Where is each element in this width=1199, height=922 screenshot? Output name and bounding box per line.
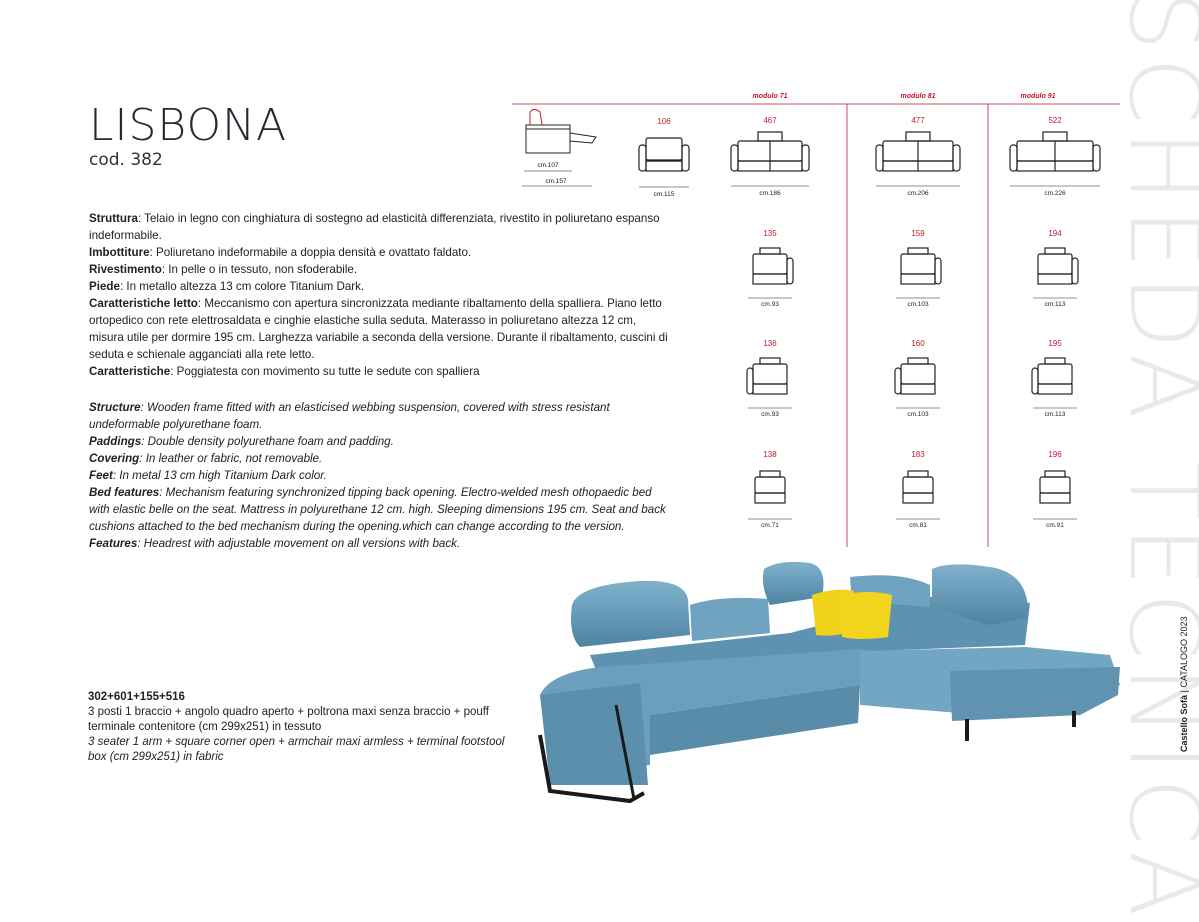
- spec-letto: Caratteristiche letto: Meccanismo con ap…: [89, 297, 668, 361]
- profile-drawing: [522, 109, 597, 187]
- spec-imbottiture: Imbottiture: Poliuretano indeformabile a…: [89, 246, 472, 259]
- spec-covering: Covering: In leather or fabric, not remo…: [89, 452, 323, 465]
- module-drawing: [894, 357, 940, 409]
- spec-rivestimento: Rivestimento: In pelle o in tessuto, non…: [89, 263, 358, 276]
- module-width: cm.113: [1045, 411, 1066, 418]
- headrest-right: [932, 564, 1029, 625]
- spec-caratteristiche: Caratteristiche: Poggiatesta con movimen…: [89, 365, 480, 378]
- leg-left: [538, 734, 645, 804]
- sofa-arm: [540, 683, 648, 785]
- composition-description: 302+601+155+516 3 posti 1 braccio + ango…: [88, 690, 508, 765]
- profile-body: [525, 124, 571, 154]
- module-code: 194: [1048, 229, 1062, 238]
- sofa-module-drawing: [730, 131, 810, 187]
- product-code: cod. 382: [89, 150, 163, 170]
- sofa-front: [650, 685, 860, 755]
- spec-bed-features: Bed features: Mechanism featuring synchr…: [89, 486, 666, 533]
- row-sofas: 467 cm.186 477 cm.206 522 cm.226: [730, 116, 1101, 197]
- spec-structure: Structure: Wooden frame fitted with an e…: [89, 401, 610, 431]
- module-drawing: [896, 247, 942, 299]
- module-width: cm.91: [1046, 522, 1064, 529]
- module-91-label: modulo 91: [1020, 93, 1055, 100]
- sofa-code: 477: [911, 116, 925, 125]
- module-drawing: [1033, 470, 1077, 520]
- profile-bed-extension: [569, 132, 597, 144]
- sofa-width: cm.226: [1044, 190, 1066, 197]
- module-drawing: [748, 247, 794, 299]
- module-code: 159: [911, 229, 925, 238]
- sofa-code: 522: [1048, 116, 1062, 125]
- module-code: 160: [911, 339, 925, 348]
- row-3: 136 cm.93 160 cm.103 195 cm.113: [746, 339, 1077, 418]
- module-drawing: [896, 470, 940, 520]
- module-code: 195: [1048, 339, 1062, 348]
- module-81-label: modulo 81: [900, 93, 935, 100]
- module-drawing: [1033, 247, 1079, 299]
- leg-right-1: [965, 719, 969, 741]
- spec-piede: Piede: In metallo altezza 13 cm colore T…: [89, 280, 365, 293]
- module-drawing: [748, 470, 792, 520]
- module-code: 136: [763, 339, 777, 348]
- sofa-code: 467: [763, 116, 777, 125]
- module-drawing: [746, 357, 792, 409]
- module-diagram: modulo 71 modulo 81 modulo 91 cm.107 cm.…: [512, 93, 1120, 547]
- composition-it: 3 posti 1 braccio + angolo quadro aperto…: [88, 706, 489, 733]
- armchair-width: cm.115: [654, 191, 675, 198]
- module-width: cm.93: [761, 411, 779, 418]
- headrest-2: [690, 597, 770, 641]
- module-code: 138: [763, 450, 777, 459]
- product-title: LISBONA: [89, 100, 288, 151]
- profile-open: cm.157: [545, 178, 567, 185]
- module-width: cm.103: [907, 411, 929, 418]
- sofa-module-drawing: [1009, 131, 1101, 187]
- catalog-sidelabel: Castello Sofà | CATALOGO 2023: [1179, 616, 1189, 752]
- profile-headrest: [529, 109, 543, 126]
- profile-width: cm.107: [537, 162, 559, 169]
- spec-paddings: Paddings: Double density polyurethane fo…: [89, 435, 394, 448]
- footstool: [950, 667, 1120, 721]
- module-width: cm.71: [761, 522, 779, 529]
- specs-italian: Struttura: Telaio in legno con cinghiatu…: [89, 210, 669, 380]
- sofa-width: cm.206: [907, 190, 929, 197]
- module-code: 183: [911, 450, 925, 459]
- module-width: cm.113: [1045, 301, 1066, 308]
- module-drawing: [1031, 357, 1077, 409]
- module-71-label: modulo 71: [752, 93, 787, 100]
- armchair-code: 106: [657, 117, 671, 126]
- module-code: 196: [1048, 450, 1062, 459]
- leg-left-2: [614, 704, 636, 800]
- sofa-module-drawing: [875, 131, 961, 187]
- headrest-left: [571, 580, 690, 647]
- composition-code: 302+601+155+516: [88, 691, 185, 703]
- module-width: cm.103: [907, 301, 929, 308]
- armchair-drawing: [638, 137, 690, 172]
- row-4: 138 cm.71 183 cm.81 196 cm.91: [748, 450, 1077, 529]
- sofa-width: cm.186: [759, 190, 781, 197]
- spec-feet: Feet: In metal 13 cm high Titanium Dark …: [89, 469, 327, 482]
- module-code: 135: [763, 229, 777, 238]
- module-width: cm.81: [909, 522, 927, 529]
- specs-english: Structure: Wooden frame fitted with an e…: [89, 399, 669, 552]
- cushion-yellow-2: [840, 592, 892, 639]
- headrest-corner: [762, 561, 824, 605]
- spec-struttura: Struttura: Telaio in legno con cinghiatu…: [89, 212, 660, 242]
- leg-right-2: [1072, 711, 1076, 727]
- module-width: cm.93: [761, 301, 779, 308]
- sofa-photo: [538, 561, 1120, 804]
- row-2: 135 cm.93 159 cm.103 194 cm.113: [748, 229, 1079, 308]
- spec-features: Features: Headrest with adjustable movem…: [89, 537, 461, 550]
- composition-en: 3 seater 1 arm + square corner open + ar…: [88, 736, 505, 763]
